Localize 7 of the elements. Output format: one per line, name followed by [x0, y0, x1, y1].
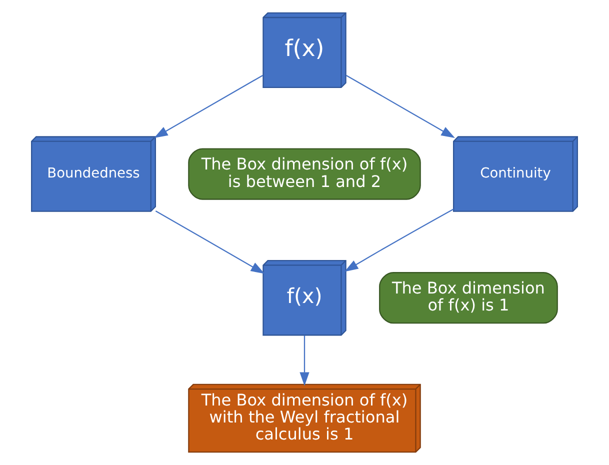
arrow: [154, 74, 264, 138]
node-box: The Box dimension of f(x) is between 1 and 2: [188, 148, 421, 200]
arrow: [300, 335, 310, 386]
node-box: The Box dimension of f(x) is 1: [379, 272, 558, 324]
arrow: [155, 210, 265, 274]
arrow: [344, 208, 454, 272]
arrow: [346, 74, 455, 138]
